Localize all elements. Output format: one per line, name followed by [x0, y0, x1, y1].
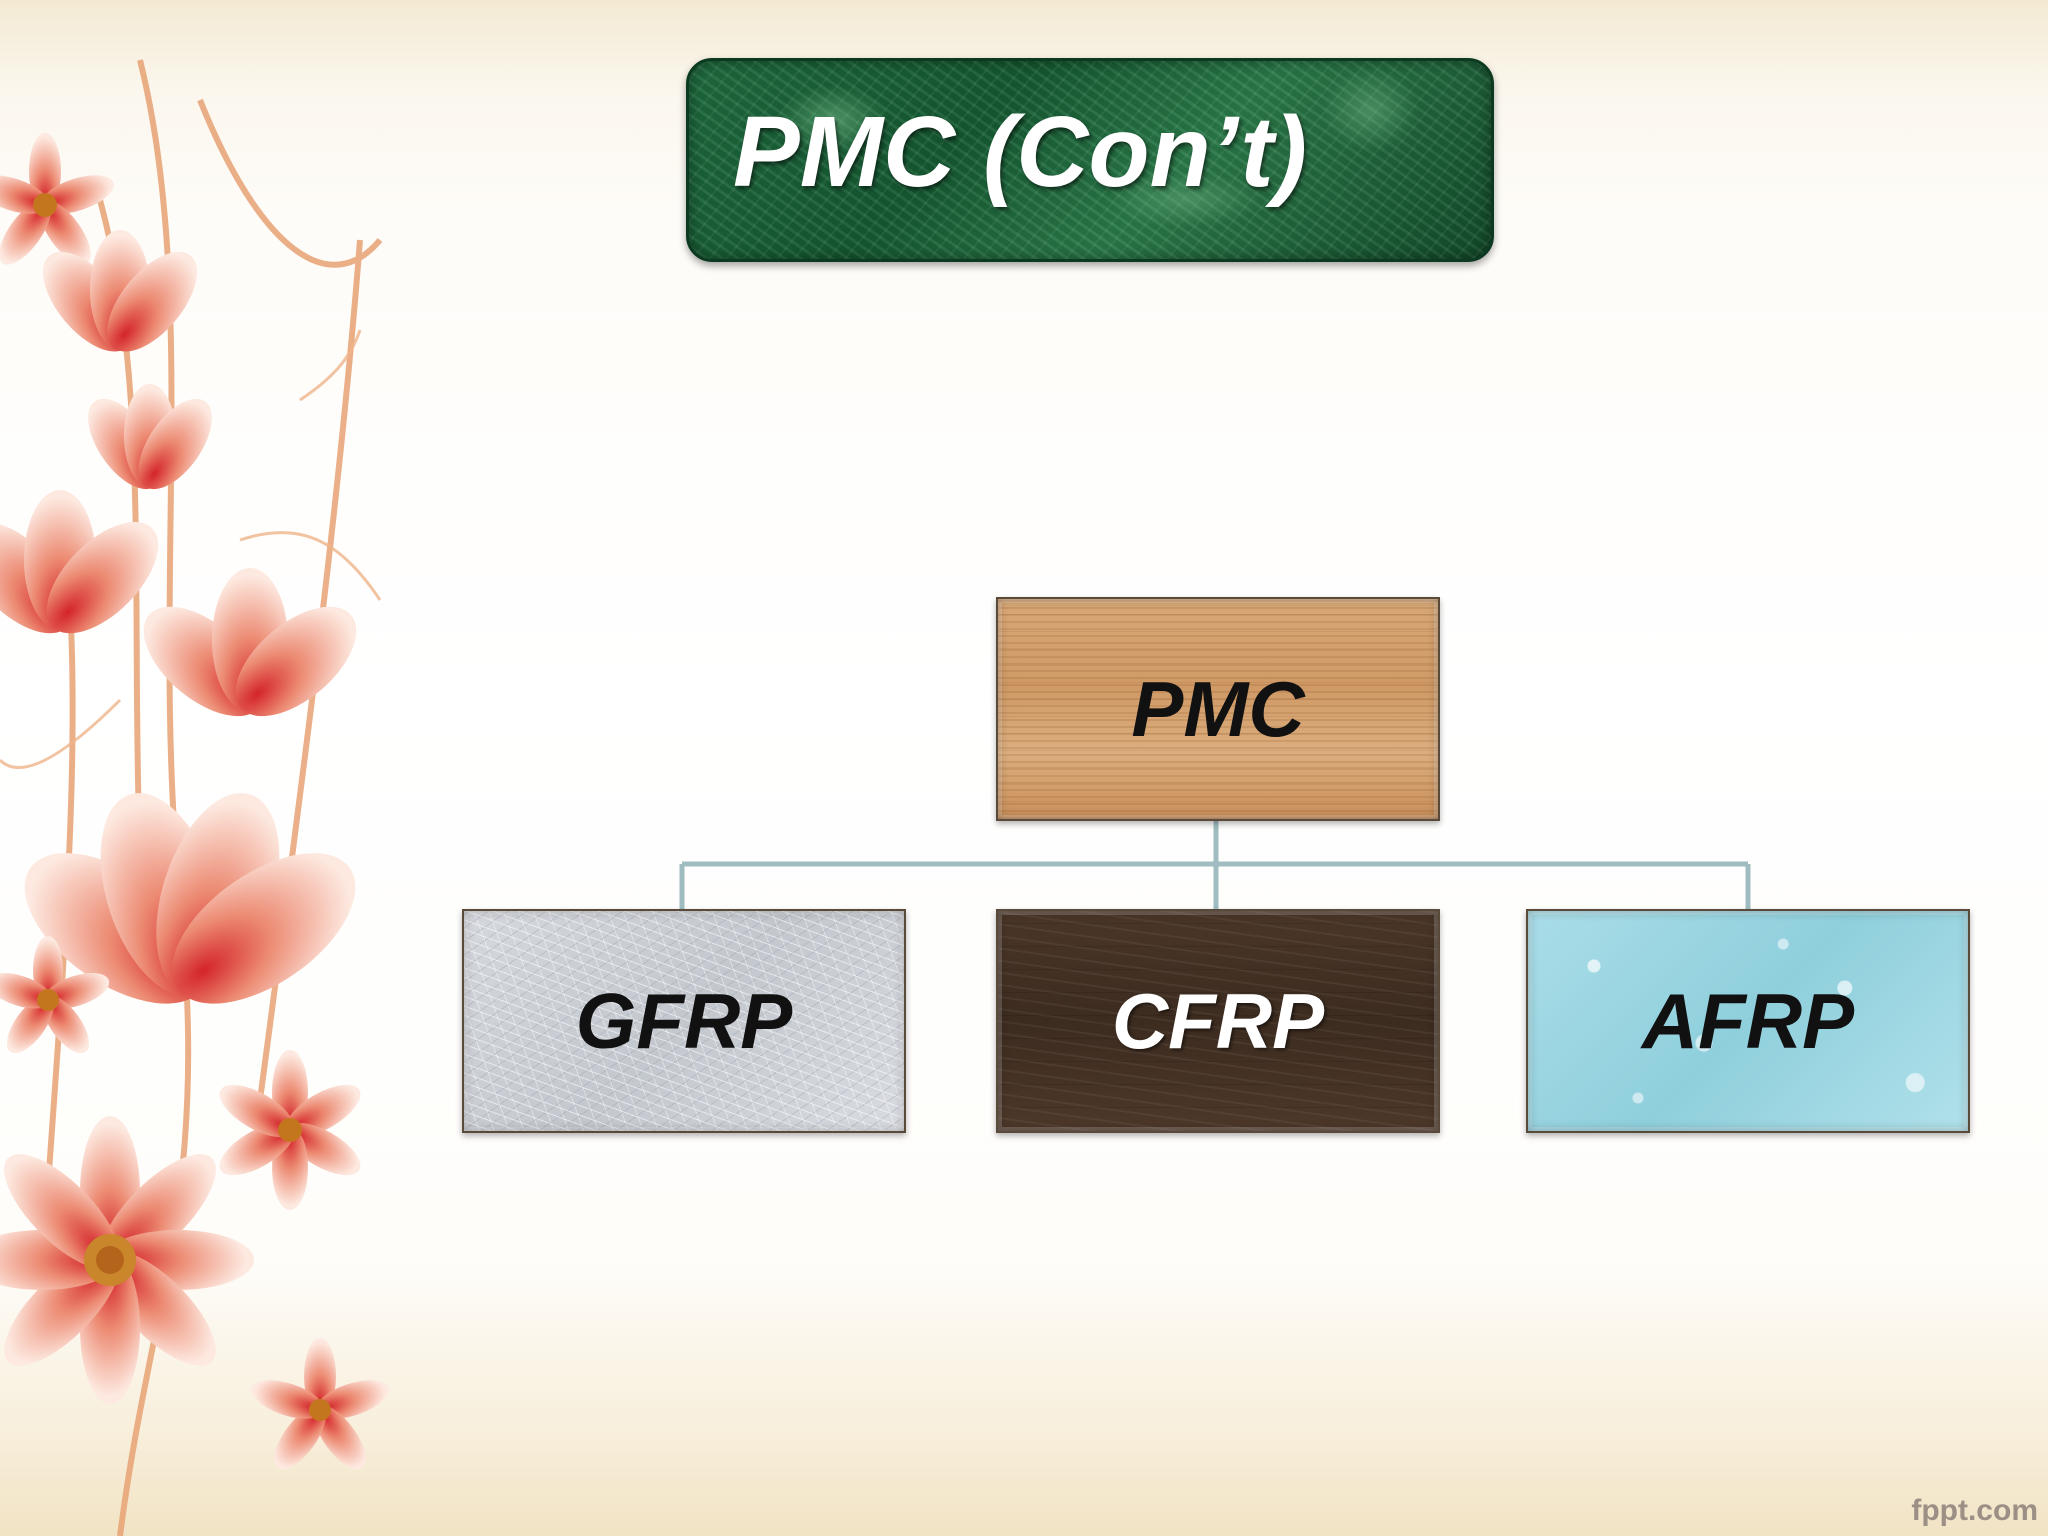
node-afrp-label: AFRP — [1641, 976, 1855, 1065]
node-pmc: PMC — [996, 597, 1440, 821]
floral-decoration — [0, 59, 389, 1536]
node-gfrp-label: GFRP — [575, 976, 793, 1065]
title-banner: PMC (Con’t) — [686, 58, 1494, 262]
node-cfrp-label: CFRP — [1111, 976, 1325, 1065]
node-gfrp: GFRP — [462, 909, 906, 1133]
node-pmc-label: PMC — [1131, 664, 1305, 753]
node-cfrp: CFRP — [996, 909, 1440, 1133]
node-afrp: AFRP — [1526, 909, 1970, 1133]
slide-title: PMC (Con’t) — [733, 96, 1307, 208]
footer-brand: fppt.com — [1911, 1494, 2038, 1527]
